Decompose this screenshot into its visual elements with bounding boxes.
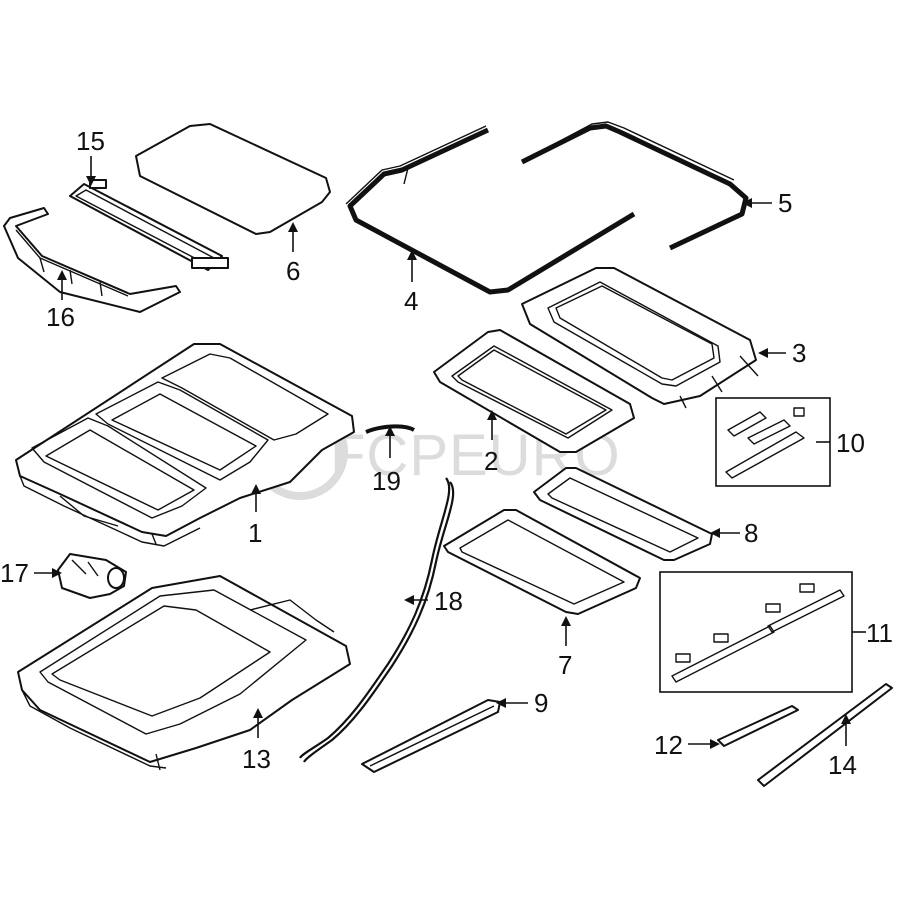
part-15-rail bbox=[69, 179, 229, 271]
callout-10: 10 bbox=[836, 428, 865, 458]
callout-11: 11 bbox=[866, 618, 893, 648]
callout-5: 5 bbox=[778, 188, 792, 218]
part-8-shade bbox=[533, 467, 713, 561]
part-3-frame bbox=[521, 267, 759, 409]
callout-13: 13 bbox=[242, 744, 271, 774]
part-5-seal bbox=[520, 121, 749, 251]
callout-1: 1 bbox=[248, 518, 262, 548]
part-16-deflector bbox=[3, 207, 181, 313]
part-9-strip bbox=[361, 699, 501, 773]
callout-7: 7 bbox=[558, 650, 572, 680]
callout-19: 19 bbox=[372, 466, 401, 496]
part-4-seal bbox=[345, 125, 636, 295]
part-10-kit bbox=[715, 397, 831, 487]
part-1-sunroof-frame bbox=[15, 343, 355, 547]
part-13-lower-frame bbox=[17, 575, 351, 771]
part-11-kit bbox=[659, 571, 853, 693]
callout-16: 16 bbox=[46, 302, 75, 332]
callout-9: 9 bbox=[534, 688, 548, 718]
callout-2: 2 bbox=[484, 446, 498, 476]
part-6-glass-panel bbox=[135, 123, 331, 235]
callout-4: 4 bbox=[404, 286, 418, 316]
part-14-strip bbox=[757, 683, 893, 787]
callout-6: 6 bbox=[286, 256, 300, 286]
part-12-strip bbox=[717, 705, 799, 747]
part-7-shade bbox=[443, 509, 641, 615]
part-19-hose bbox=[365, 424, 416, 434]
callout-8: 8 bbox=[744, 518, 758, 548]
arrow-heads bbox=[52, 176, 851, 749]
part-18-drain-hose bbox=[299, 477, 455, 763]
callout-12: 12 bbox=[654, 730, 683, 760]
callout-17: 17 bbox=[0, 558, 29, 588]
callouts: 15 16 6 4 5 3 2 1 19 8 7 18 17 13 9 10 1… bbox=[0, 126, 893, 780]
callout-18: 18 bbox=[434, 586, 463, 616]
callout-3: 3 bbox=[792, 338, 806, 368]
part-17-motor bbox=[57, 553, 127, 599]
part-2-glass-frame bbox=[433, 329, 635, 453]
callout-15: 15 bbox=[76, 126, 105, 156]
callout-14: 14 bbox=[828, 750, 857, 780]
